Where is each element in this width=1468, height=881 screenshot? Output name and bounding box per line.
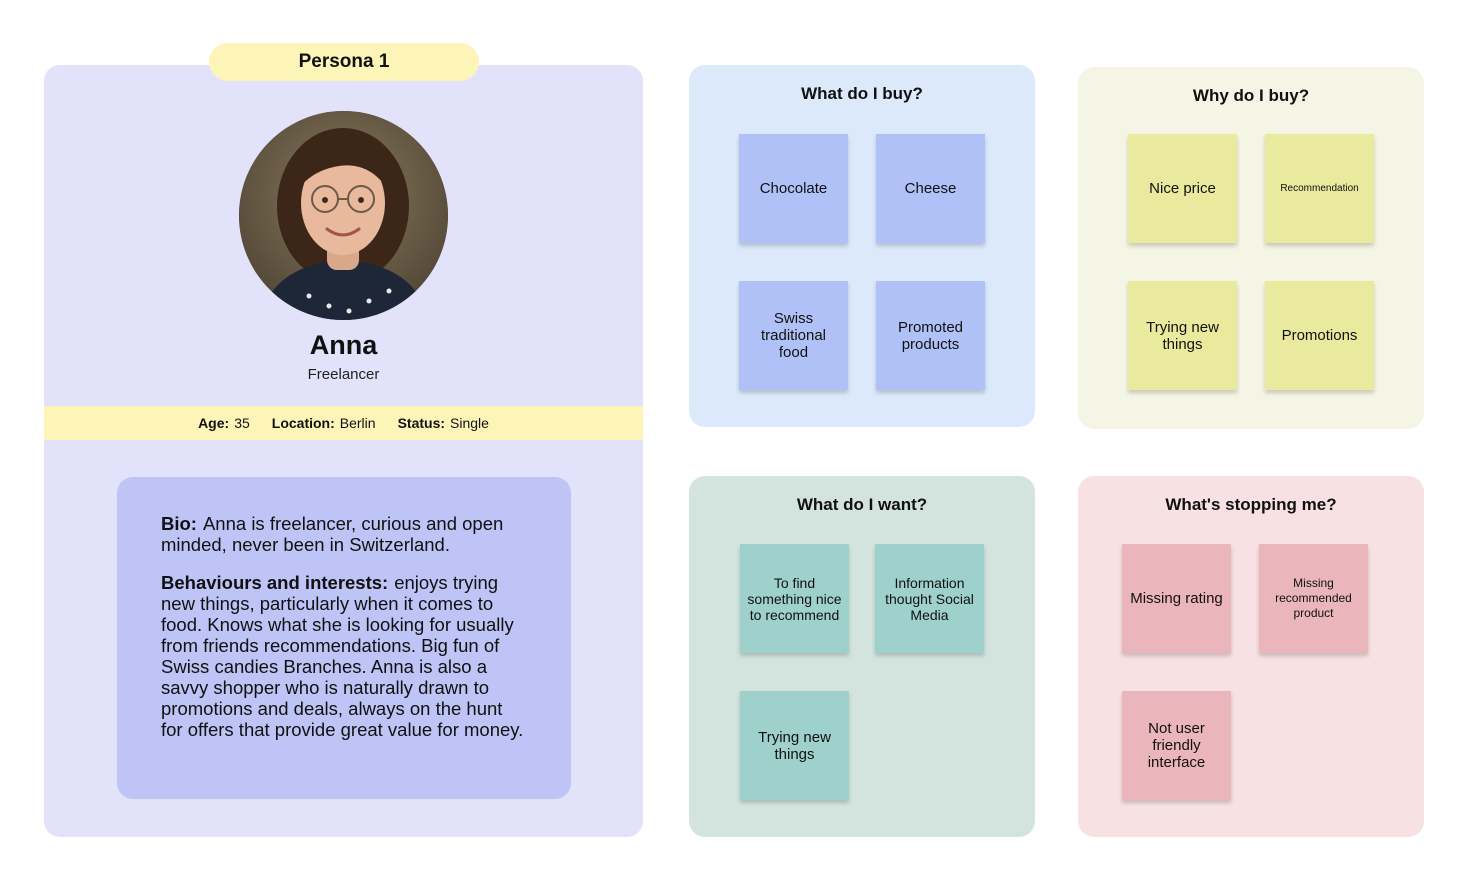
bio-text: Anna is freelancer, curious and open min… [161,513,504,555]
location-value: Berlin [339,415,376,431]
persona-tab: Persona 1 [209,43,479,81]
panel-title: What do I want? [796,495,928,514]
sticky-note-missing-product[interactable]: Missing recommended product [1259,544,1368,653]
panel-title: What's stopping me? [1165,495,1337,514]
sticky-note-find-something[interactable]: To find something nice to recommend [740,544,849,653]
status-value: Single [450,415,489,431]
bio-box: Bio:Anna is freelancer, curious and open… [117,477,571,799]
bio-paragraph: Bio:Anna is freelancer, curious and open… [161,513,527,555]
panel-what-do-i-buy: What do I buy? Chocolate Cheese Swiss tr… [689,65,1035,427]
panel-whats-stopping-me: What's stopping me? Missing rating Missi… [1078,476,1424,837]
status-info: Status:Single [398,415,489,431]
sticky-note-social-media[interactable]: Information thought Social Media [875,544,984,653]
interests-text: enjoys trying new things, particularly w… [161,572,524,740]
sticky-note-promoted-products[interactable]: Promoted products [876,281,985,390]
avatar-photo [239,111,448,320]
sticky-note-promotions[interactable]: Promotions [1265,281,1374,390]
sticky-note-not-user-friendly[interactable]: Not user friendly interface [1122,691,1231,800]
sticky-note-nice-price[interactable]: Nice price [1128,134,1237,243]
panel-title: What do I buy? [801,84,923,103]
panel-why-do-i-buy: Why do I buy? Nice price Recommendation … [1078,67,1424,429]
location-info: Location:Berlin [272,415,376,431]
sticky-note-trying-new-things[interactable]: Trying new things [1128,281,1237,390]
sticky-note-chocolate[interactable]: Chocolate [739,134,848,243]
age-label: Age: [198,415,230,431]
bio-label: Bio: [161,513,197,534]
sticky-note-swiss-food[interactable]: Swiss traditional food [739,281,848,390]
sticky-note-trying-new-things[interactable]: Trying new things [740,691,849,800]
status-label: Status: [397,415,446,431]
location-label: Location: [271,415,335,431]
sticky-note-recommendation[interactable]: Recommendation [1265,134,1374,243]
panel-what-do-i-want: What do I want? To find something nice t… [689,476,1035,837]
avatar [239,111,448,320]
persona-role: Freelancer [307,366,380,383]
panel-title: Why do I buy? [1192,86,1310,105]
interests-paragraph: Behaviours and interests:enjoys trying n… [161,572,527,740]
sticky-note-missing-rating[interactable]: Missing rating [1122,544,1231,653]
persona-name: Anna [309,330,378,360]
persona-info-strip: Age:35 Location:Berlin Status:Single [44,406,643,440]
interests-label: Behaviours and interests: [161,572,389,593]
age-info: Age:35 [198,415,250,431]
age-value: 35 [234,415,250,431]
sticky-note-cheese[interactable]: Cheese [876,134,985,243]
